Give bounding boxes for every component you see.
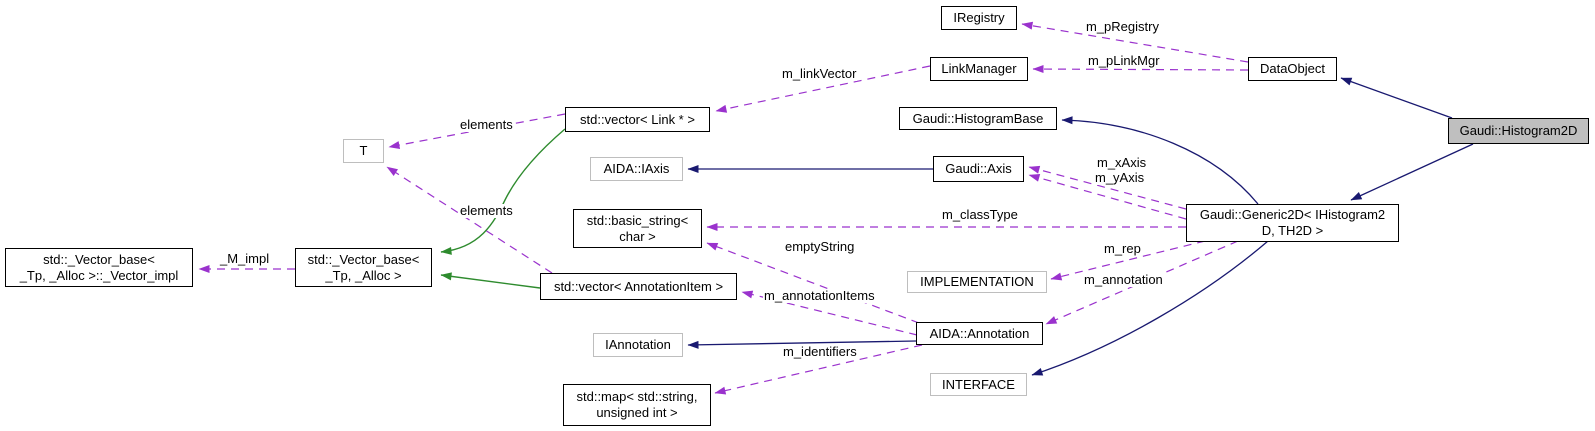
edge-m-linkvector (715, 65, 931, 113)
edge-label-m-classtype: m_classType (941, 207, 1019, 222)
edge-label-elements-annotationitem: elements (459, 203, 514, 218)
class-node-histogram2d-focus: Gaudi::Histogram2D (1448, 118, 1589, 144)
class-node-annotation[interactable]: AIDA::Annotation (916, 322, 1043, 345)
class-node-histogrambase[interactable]: Gaudi::HistogramBase (899, 107, 1057, 130)
class-node-iregistry[interactable]: IRegistry (941, 6, 1017, 30)
edge-generic2d-interface (1031, 240, 1269, 376)
class-node-iannotation: IAnnotation (593, 333, 683, 357)
edge-histogram2d-generic2d (1350, 143, 1474, 201)
edge-m-pregistry (1021, 21, 1249, 63)
edge-vectorlink-vectorbase (440, 128, 566, 255)
class-node-map[interactable]: std::map< std::string, unsigned int > (563, 384, 711, 426)
class-node-axis[interactable]: Gaudi::Axis (933, 156, 1024, 182)
edge-label-m-impl: _M_impl (219, 251, 271, 266)
class-node-dataobject[interactable]: DataObject (1248, 57, 1337, 81)
edge-label-m-pregistry: m_pRegistry (1085, 19, 1160, 34)
edge-vectorannotationitem-vectorbase (440, 272, 541, 289)
class-node-t: T (343, 139, 384, 163)
class-node-vector-base-impl[interactable]: std::_Vector_base< _Tp, _Alloc >::_Vecto… (5, 248, 193, 287)
edge-label-m-annotation: m_annotation (1083, 272, 1164, 287)
class-node-vector-base[interactable]: std::_Vector_base< _Tp, _Alloc > (295, 248, 432, 287)
class-node-iaxis: AIDA::IAxis (590, 157, 683, 181)
edge-m-annotationitems (741, 290, 918, 336)
edge-m-identifiers (714, 344, 923, 395)
edge-m-rep (1050, 240, 1206, 281)
edge-label-m-rep: m_rep (1103, 241, 1142, 256)
edge-m-plinkmgr (1032, 65, 1249, 74)
edge-label-m-identifiers: m_identifiers (782, 344, 858, 359)
edge-label-m-linkvector: m_linkVector (781, 66, 858, 81)
class-node-basic-string[interactable]: std::basic_string< char > (573, 209, 702, 248)
class-node-implementation: IMPLEMENTATION (907, 271, 1047, 293)
edge-label-m-xaxis: m_xAxis (1096, 155, 1148, 170)
edge-label-elements-link: elements (459, 117, 514, 132)
class-node-linkmanager[interactable]: LinkManager (930, 57, 1028, 81)
edge-emptystring (706, 242, 920, 324)
edge-label-emptystring: emptyString (784, 239, 856, 254)
edge-annotation-iannotation (687, 340, 917, 349)
edge-label-m-annotationitems: m_annotationItems (763, 288, 876, 303)
edge-label-m-yaxis: m_yAxis (1094, 170, 1146, 185)
edge-histogram2d-dataobject (1340, 77, 1453, 119)
edge-generic2d-histogrambase (1061, 116, 1259, 205)
class-node-vector-annotationitem[interactable]: std::vector< AnnotationItem > (540, 273, 737, 300)
edge-elements-annotationitem (386, 166, 553, 274)
class-node-generic2d[interactable]: Gaudi::Generic2D< IHistogram2 D, TH2D > (1186, 204, 1399, 242)
class-node-interface: INTERFACE (930, 373, 1027, 396)
class-node-vector-link[interactable]: std::vector< Link * > (565, 107, 710, 132)
edge-label-m-plinkmgr: m_pLinkMgr (1087, 53, 1161, 68)
